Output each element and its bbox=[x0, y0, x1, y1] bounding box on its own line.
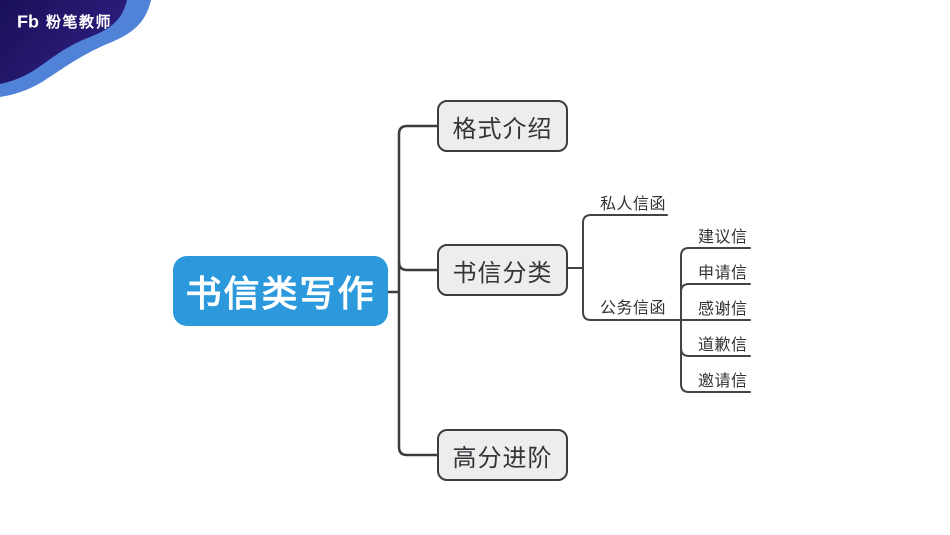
brand-logo: Fb 粉笔教师 bbox=[17, 13, 112, 31]
leaf-apology-letter: 道歉信 bbox=[698, 337, 748, 354]
leaf-application-letter: 申请信 bbox=[698, 265, 748, 282]
leaf-thanks-letter: 感谢信 bbox=[698, 301, 748, 318]
subnode-private-letters: 私人信函 bbox=[600, 196, 667, 213]
connector-to-class bbox=[397, 260, 439, 272]
leaf-suggestion-letter: 建议信 bbox=[698, 229, 748, 246]
connector-private-official bbox=[582, 214, 751, 321]
connector-leaf-spine bbox=[680, 247, 751, 393]
branch-node-format-intro: 格式介绍 bbox=[437, 100, 568, 152]
leaf-invitation-letter: 邀请信 bbox=[698, 373, 748, 390]
fenbi-logo-icon: Fb bbox=[17, 12, 39, 32]
subnode-official-letters: 公务信函 bbox=[600, 300, 667, 317]
mindmap-root-node: 书信类写作 bbox=[173, 256, 388, 326]
connector-to-format bbox=[397, 124, 439, 136]
branch-node-high-score-advanced: 高分进阶 bbox=[437, 429, 568, 481]
connector-to-advance bbox=[397, 445, 439, 457]
connector-leaf-apology bbox=[680, 347, 751, 357]
brand-name: 粉笔教师 bbox=[46, 13, 113, 31]
connector-leaf-apply bbox=[680, 283, 751, 293]
branch-node-letter-classification: 书信分类 bbox=[437, 244, 568, 296]
